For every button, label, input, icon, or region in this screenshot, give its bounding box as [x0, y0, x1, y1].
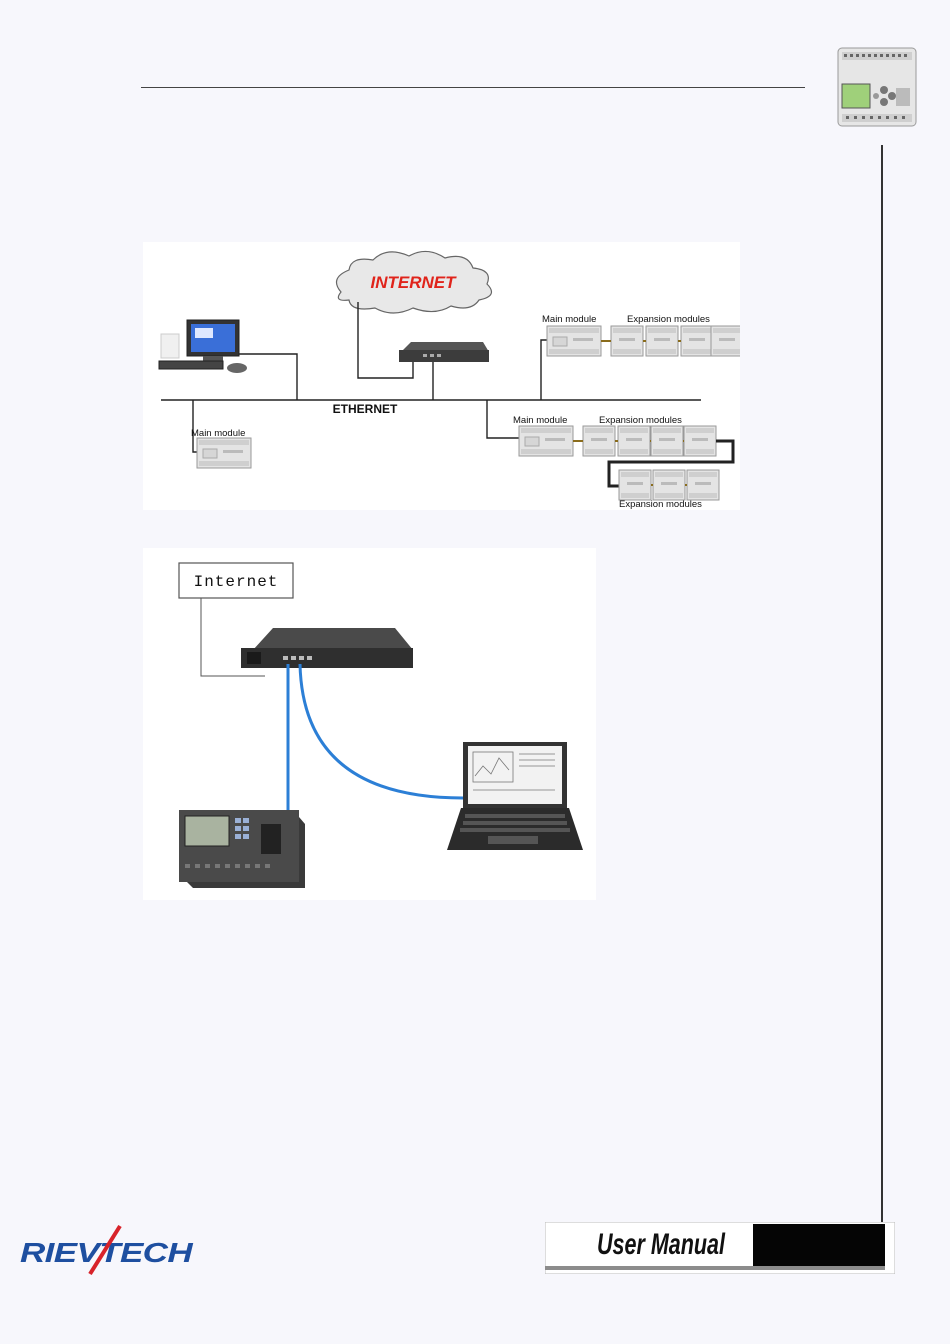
internet-box: Internet: [179, 563, 293, 598]
header-rule: [141, 87, 805, 88]
rievtech-logo-text: RIEVTECH: [20, 1237, 194, 1268]
router-icon: [241, 628, 413, 668]
bottom-right-expansion-modules-label: Expansion modules: [599, 415, 682, 426]
plc-controller-icon: [179, 810, 305, 888]
internet-box-label: Internet: [194, 573, 279, 591]
side-rule: [881, 145, 883, 1225]
router-connection-diagram: Internet: [143, 548, 596, 900]
top-right-module-group: Main module Expansion modules: [542, 314, 740, 356]
top-right-main-module-label: Main module: [542, 314, 596, 325]
bottom-right-main-module-label: Main module: [513, 415, 567, 426]
router-icon: [399, 342, 489, 362]
left-module-group: Main module: [191, 428, 251, 468]
ethernet-network-diagram: INTERNET ETHERNET Main module Expansion …: [143, 242, 740, 510]
ethernet-bus-label: ETHERNET: [333, 402, 398, 416]
top-right-expansion-modules-label: Expansion modules: [627, 314, 710, 325]
bottom-right-second-row-label: Expansion modules: [619, 499, 702, 510]
rievtech-logo: RIEVTECH: [20, 1222, 200, 1278]
network-cables: [288, 664, 463, 810]
user-manual-banner-text: User Manual: [597, 1228, 725, 1261]
laptop-icon: [447, 742, 583, 850]
header-plc-device-image: [836, 44, 918, 130]
bottom-right-module-group: Main module Expansion modules Expansion …: [513, 415, 733, 510]
user-manual-banner: User Manual: [545, 1222, 895, 1274]
left-main-module-label: Main module: [191, 428, 245, 439]
desktop-computer-icon: [159, 320, 247, 373]
internet-cloud: INTERNET: [337, 251, 492, 313]
internet-cloud-label: INTERNET: [371, 273, 458, 292]
